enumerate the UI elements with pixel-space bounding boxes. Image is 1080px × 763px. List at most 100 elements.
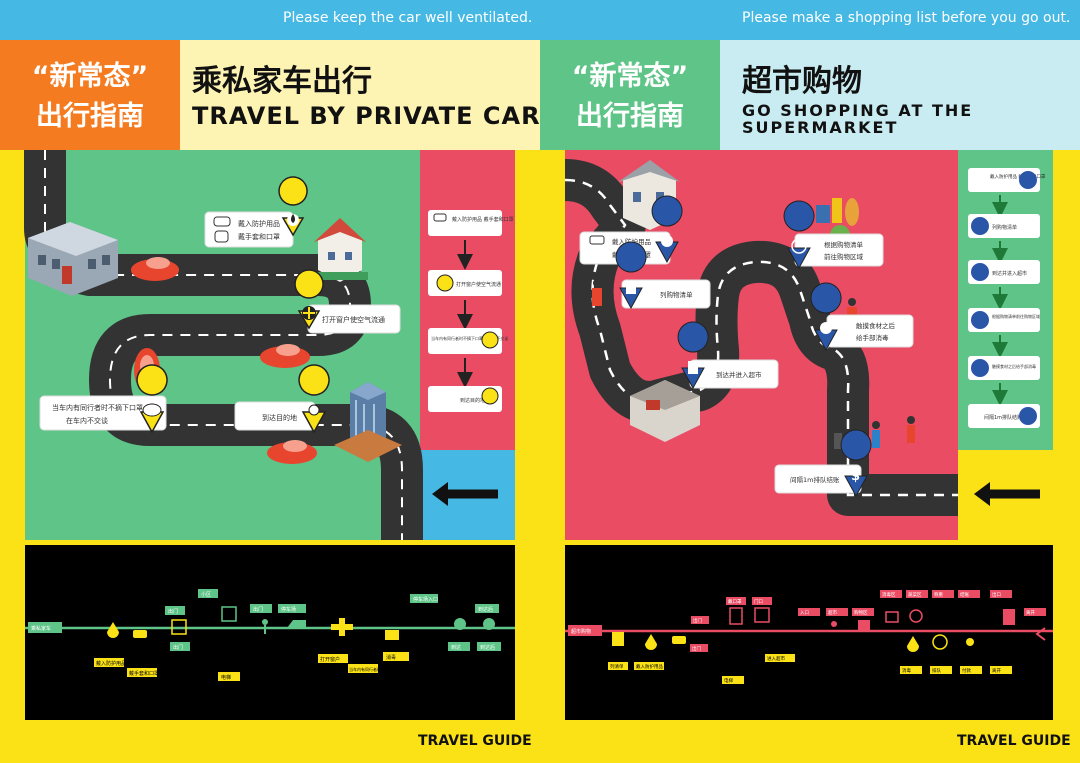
left-check-1: 戴入防护用品 戴手套和口罩 bbox=[452, 216, 514, 223]
svg-text:戴入防护用品 戴手套和口罩: 戴入防护用品 戴手套和口罩 bbox=[990, 173, 1046, 180]
plus-icon bbox=[331, 618, 353, 636]
svg-text:离开: 离开 bbox=[1026, 609, 1035, 616]
svg-text:出门: 出门 bbox=[168, 608, 178, 615]
svg-text:出门: 出门 bbox=[253, 606, 263, 613]
drop-icon bbox=[810, 282, 842, 352]
left-step-3: 当车内有同行者时不摘下口罩 在车内不交谈 bbox=[39, 364, 168, 434]
left-step-2-line1: 打开窗户使空气流通 bbox=[322, 315, 385, 324]
svg-text:戴口罩: 戴口罩 bbox=[728, 598, 742, 605]
svg-text:入口: 入口 bbox=[800, 610, 809, 616]
top-banner: Please keep the car well ventilated. Ple… bbox=[0, 0, 1080, 40]
left-check-2: 打开窗户使空气流通 bbox=[456, 281, 501, 288]
svg-text:到达后: 到达后 bbox=[480, 644, 495, 651]
right-title-block: 超市购物 GO SHOPPING AT THE SUPERMARKET bbox=[720, 40, 1080, 150]
svg-text:根据购物清单: 根据购物清单 bbox=[824, 240, 864, 249]
right-step-2: 列购物清单 bbox=[615, 241, 711, 310]
car-1 bbox=[131, 257, 179, 281]
car-2 bbox=[260, 344, 310, 368]
queue-icon bbox=[966, 638, 974, 646]
left-footer: TRAVEL GUIDE bbox=[418, 733, 532, 749]
right-step-3: 根据购物清单 前往购物区域 bbox=[783, 200, 884, 270]
left-step-2: 打开窗户使空气流通 bbox=[294, 269, 401, 334]
left-timeline-top: 出门 小区 出门 停车场 停车场入口 到达后 bbox=[165, 589, 499, 615]
left-badge-line2: 出行指南 bbox=[36, 101, 144, 132]
left-title-zh: 乘私家车出行 bbox=[192, 64, 372, 99]
left-timeline-start bbox=[28, 622, 62, 633]
svg-text:戴手套和口罩: 戴手套和口罩 bbox=[129, 670, 159, 677]
right-footer: TRAVEL GUIDE bbox=[957, 733, 1071, 749]
left-step-4: 到达目的地 bbox=[234, 364, 330, 434]
svg-text:门口: 门口 bbox=[754, 598, 763, 605]
svg-text:到达并进入超市: 到达并进入超市 bbox=[716, 370, 762, 379]
drop-icon bbox=[645, 634, 657, 650]
svg-text:当车内有同行者时: 当车内有同行者时 bbox=[349, 666, 381, 672]
svg-text:结账: 结账 bbox=[960, 591, 969, 598]
svg-text:出门: 出门 bbox=[173, 644, 183, 651]
person-icon bbox=[262, 619, 268, 625]
left-title-block: 乘私家车出行 TRAVEL BY PRIVATE CAR bbox=[180, 40, 540, 150]
cart-icon bbox=[885, 611, 899, 623]
right-badge-line2: 出行指南 bbox=[576, 101, 684, 132]
svg-text:停车场入口: 停车场入口 bbox=[413, 596, 438, 603]
svg-text:出口: 出口 bbox=[992, 591, 1001, 598]
left-step-1-line1: 戴入防护用品 bbox=[238, 219, 280, 228]
elevator-icon bbox=[754, 607, 770, 623]
right-step-6: 间隔1m排队结账 $ bbox=[774, 429, 872, 498]
svg-text:小区: 小区 bbox=[201, 591, 211, 598]
drop-icon bbox=[907, 636, 919, 652]
svg-text:超市: 超市 bbox=[828, 609, 837, 616]
svg-text:出门: 出门 bbox=[692, 645, 701, 652]
shopping-list-note: Please make a shopping list before you g… bbox=[742, 10, 1071, 26]
svg-text:付款: 付款 bbox=[962, 667, 971, 674]
svg-text:间隔1m排队结账: 间隔1m排队结账 bbox=[984, 414, 1022, 421]
left-timeline-start-label: 乘私家车 bbox=[31, 625, 51, 632]
elevator-icon bbox=[221, 606, 237, 622]
svg-text:戴入防护用品: 戴入防护用品 bbox=[636, 663, 663, 670]
svg-text:到达: 到达 bbox=[451, 644, 461, 651]
door-icon bbox=[729, 607, 743, 625]
left-timeline-bg bbox=[25, 545, 515, 720]
left-checklist: 戴入防护用品 戴手套和口罩 打开窗户使空气流通 当车内有同行者时不摘下口罩 在车… bbox=[428, 210, 514, 412]
right-timeline-bottom: 列清单 戴入防护用品 出门 电梯 进入超市 消毒 排队 付款 离开 bbox=[608, 644, 1012, 684]
svg-text:进入超市: 进入超市 bbox=[767, 655, 785, 662]
left-badge: “新常态” 出行指南 bbox=[0, 40, 180, 150]
card-icon bbox=[385, 630, 399, 640]
left-office-building bbox=[28, 222, 118, 296]
right-badge: “新常态” 出行指南 bbox=[540, 40, 720, 150]
left-tower bbox=[334, 382, 402, 462]
dollar-icon bbox=[840, 429, 872, 498]
right-road-markings bbox=[564, 178, 958, 497]
svg-text:离开: 离开 bbox=[992, 667, 1001, 674]
svg-text:触摸食材之后给手部消毒: 触摸食材之后给手部消毒 bbox=[992, 363, 1036, 369]
svg-text:$: $ bbox=[851, 469, 860, 484]
right-timeline-top: 出门 戴口罩 门口 入口 超市 购物区 消毒区 蔬菜区 称重 结账 出口 离开 bbox=[691, 590, 1046, 624]
svg-text:电梯: 电梯 bbox=[724, 677, 733, 684]
left-step-3-line1: 当车内有同行者时不摘下口罩 bbox=[52, 403, 143, 412]
right-step-4: 触摸食材之后 给手部消毒 bbox=[810, 282, 914, 352]
left-step-3-line2: 在车内不交谈 bbox=[66, 416, 108, 425]
svg-text:出门: 出门 bbox=[693, 617, 702, 624]
svg-text:消毒: 消毒 bbox=[902, 667, 911, 674]
drop-icon bbox=[107, 622, 119, 638]
left-step-1-line2: 戴手套和口罩 bbox=[238, 232, 280, 241]
left-check-4: 到达目的地 bbox=[460, 397, 485, 404]
svg-text:排队: 排队 bbox=[932, 667, 941, 674]
svg-text:到达后: 到达后 bbox=[478, 606, 493, 613]
car-4 bbox=[267, 440, 317, 464]
back-icon bbox=[1035, 627, 1046, 641]
svg-text:给手部消毒: 给手部消毒 bbox=[856, 333, 889, 342]
svg-text:戴入防护用品: 戴入防护用品 bbox=[96, 660, 126, 667]
right-checklist: 戴入防护用品 戴手套和口罩 列购物清单 到达并进入超市 根据购物清单前往购物区域… bbox=[968, 168, 1046, 428]
location-icon bbox=[298, 364, 330, 434]
svg-text:消毒: 消毒 bbox=[386, 654, 396, 661]
pin-icon bbox=[483, 618, 495, 630]
svg-text:戴入防护用品: 戴入防护用品 bbox=[612, 237, 651, 246]
left-title-en: TRAVEL BY PRIVATE CAR bbox=[192, 102, 540, 130]
right-timeline-icons bbox=[612, 607, 1046, 652]
door-icon bbox=[171, 619, 187, 635]
left-house bbox=[312, 218, 368, 282]
left-check-3: 当车内有同行者时不摘下口罩 在车内不交谈 bbox=[431, 335, 508, 341]
svg-text:列购物清单: 列购物清单 bbox=[660, 290, 693, 299]
